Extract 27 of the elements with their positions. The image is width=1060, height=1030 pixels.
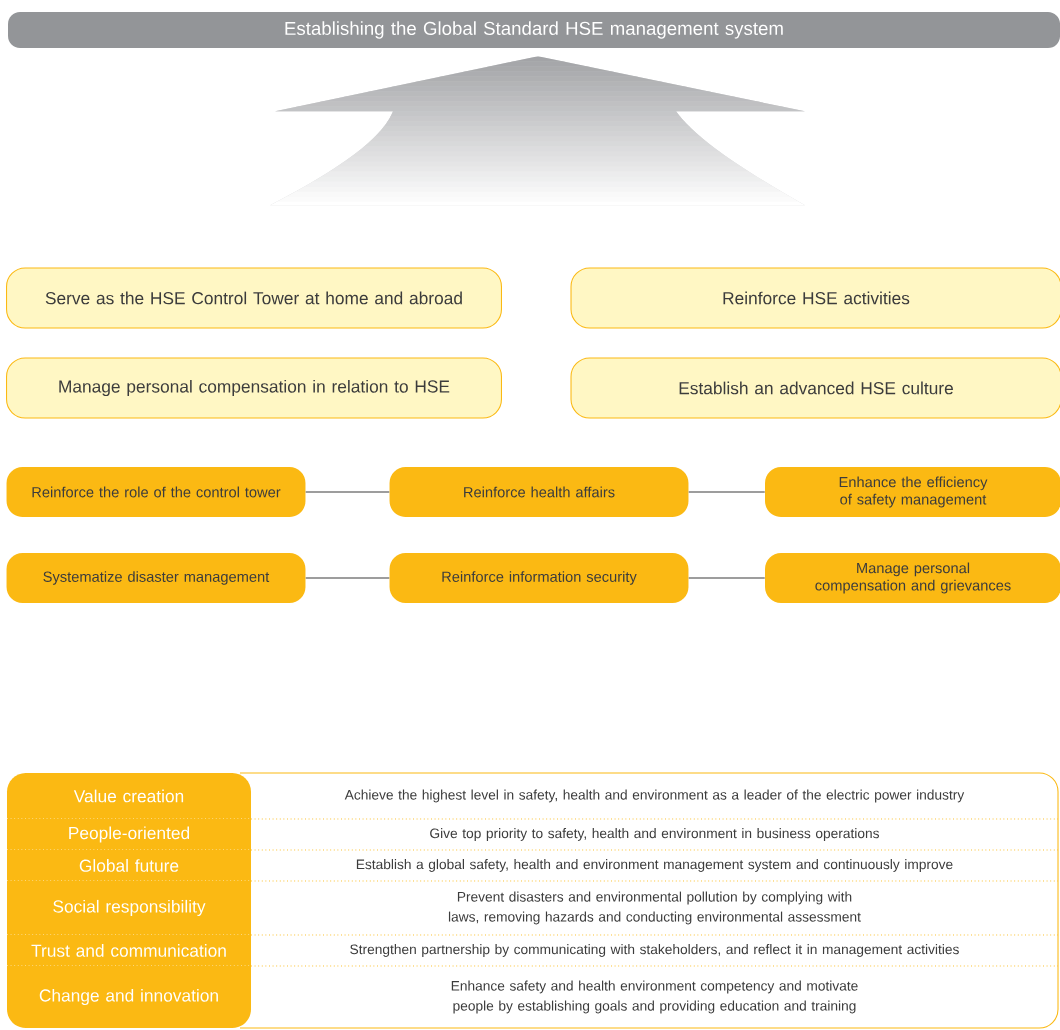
title-band: Establishing the Global Standard HSE management system xyxy=(8,12,1060,48)
goal-box: Reinforce HSE activities xyxy=(570,267,1060,329)
connector-line xyxy=(305,577,390,579)
connector-line xyxy=(688,577,766,579)
table-cell: Establish a global safety, health and environment management system and continuously improve xyxy=(356,859,953,872)
task-box: Systematize disaster management xyxy=(6,553,306,603)
task-box: Reinforce health affairs xyxy=(389,467,689,517)
task-box: Reinforce the role of the control tower xyxy=(6,467,306,517)
row-header: Social responsibility xyxy=(7,881,251,935)
task-box: Enhance the efficiency of safety management xyxy=(765,467,1060,517)
row-header: Trust and communication xyxy=(7,935,251,966)
row-header: Global future xyxy=(7,850,251,881)
goal-box: Establish an advanced HSE culture xyxy=(570,357,1060,419)
table-cell: Prevent disasters and environmental pollution by complying with laws, removing hazards and conducting environmental assessment xyxy=(448,891,861,925)
connector-line xyxy=(688,491,766,493)
block-arrow xyxy=(270,56,805,206)
task-box: Manage personal compensation and grievances xyxy=(765,553,1060,603)
row-header: Value creation xyxy=(7,773,251,819)
table-cell: Achieve the highest level in safety, health and environment as a leader of the electric power industry xyxy=(344,789,965,803)
table-cell: Strengthen partnership by communicating with stakeholders, and reflect it in management activities xyxy=(350,944,959,957)
goal-box: Serve as the HSE Control Tower at home and abroad xyxy=(6,267,502,329)
connector-line xyxy=(305,491,390,493)
row-header: People-oriented xyxy=(7,819,251,850)
task-box: Reinforce information security xyxy=(389,553,689,603)
goal-box: Manage personal compensation in relation to HSE xyxy=(6,357,502,419)
table-cell: Give top priority to safety, health and environment in business operations xyxy=(430,828,879,841)
table-cell: Enhance safety and health environment competency and motivate people by establishing goals and providing education and training xyxy=(451,980,858,1014)
